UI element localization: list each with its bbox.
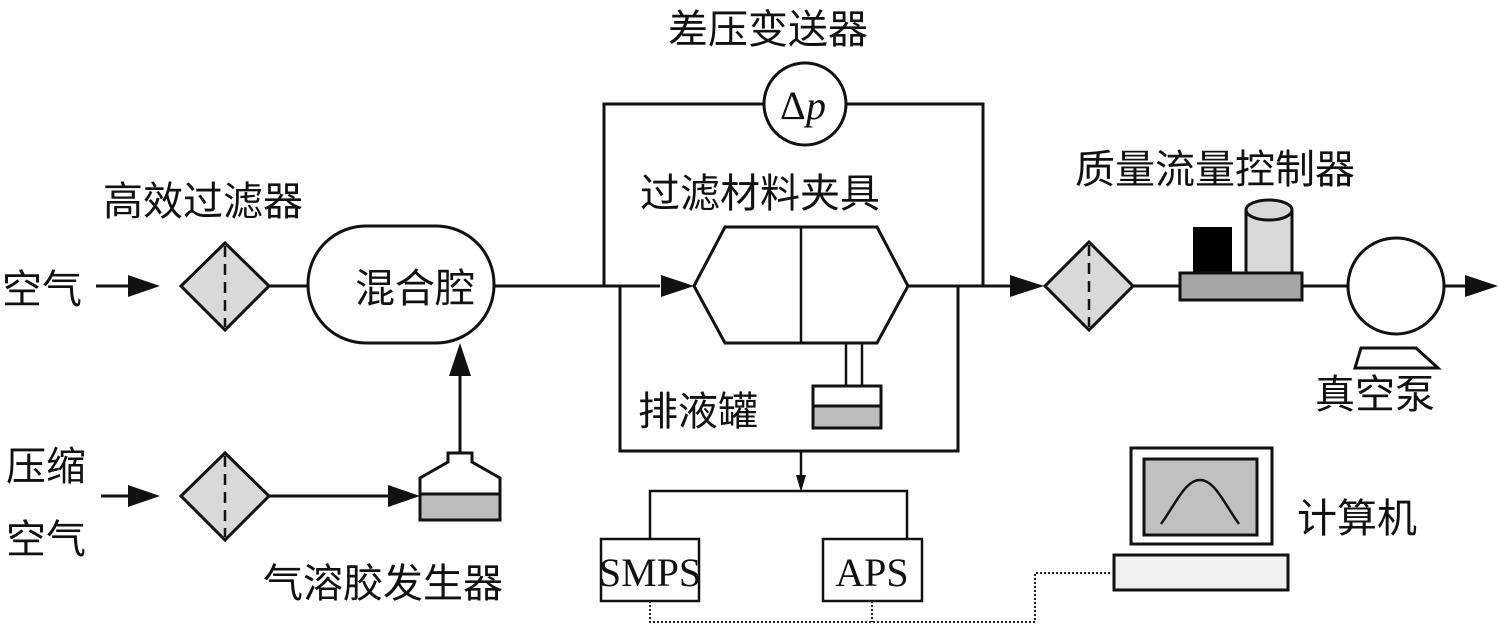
computer-label: 计算机 (1297, 496, 1417, 542)
dp-loop (602, 102, 985, 286)
data-cable (649, 572, 1112, 623)
arrow-icon (449, 343, 471, 376)
aerosol-feed-line (449, 343, 471, 470)
tank-icon (811, 343, 883, 430)
compressed-air-label-2: 空气 (6, 517, 86, 563)
sampling-loop (618, 286, 960, 453)
arrow-icon (1465, 275, 1498, 297)
p-symbol: p (803, 83, 826, 128)
aps-label: APS (835, 550, 908, 595)
filter-diamond-icon (178, 450, 272, 543)
smps-label: SMPS (599, 550, 701, 595)
compressed-air-inlet-line (101, 485, 160, 507)
hepa-filter-label: 高效过滤器 (103, 179, 303, 225)
aerosol-inlet-line (269, 485, 420, 507)
hexagon-holder-icon (692, 225, 910, 345)
arrow-icon (128, 485, 160, 507)
pump-icon (1346, 236, 1446, 370)
smps-box: SMPS (599, 537, 701, 603)
arrow-icon (128, 275, 160, 297)
mfc-label: 质量流量控制器 (1075, 147, 1355, 193)
exhaust-line (1444, 275, 1498, 297)
filter-diamond-icon (178, 240, 272, 333)
vacuum-pump-label: 真空泵 (1315, 372, 1435, 418)
aerosol-generator-label: 气溶胶发生器 (263, 561, 503, 607)
filter-diamond-icon (1042, 239, 1136, 333)
air-inlet-line (96, 275, 160, 297)
arrow-icon (388, 485, 420, 507)
delta-symbol: Δ (780, 83, 806, 128)
compressed-air-label-1: 压缩 (6, 444, 86, 490)
mass-flow-controller-icon (1178, 198, 1304, 302)
arrow-icon (661, 275, 694, 297)
filter-holder-label: 过滤材料夹具 (640, 171, 880, 217)
air-label: 空气 (2, 267, 82, 313)
arrow-icon (1010, 275, 1044, 297)
computer-icon (1112, 446, 1290, 592)
bottle-icon (418, 451, 502, 522)
mixing-chamber: 混合腔 (306, 224, 496, 345)
aps-box: APS (821, 537, 924, 603)
drain-tank-label: 排液罐 (638, 389, 758, 435)
sample-split-line (648, 451, 909, 540)
dp-gauge: Δ p (762, 61, 848, 147)
arrow-icon (796, 475, 806, 492)
dp-transmitter-label: 差压变送器 (668, 7, 868, 53)
mixing-chamber-label: 混合腔 (355, 266, 475, 312)
